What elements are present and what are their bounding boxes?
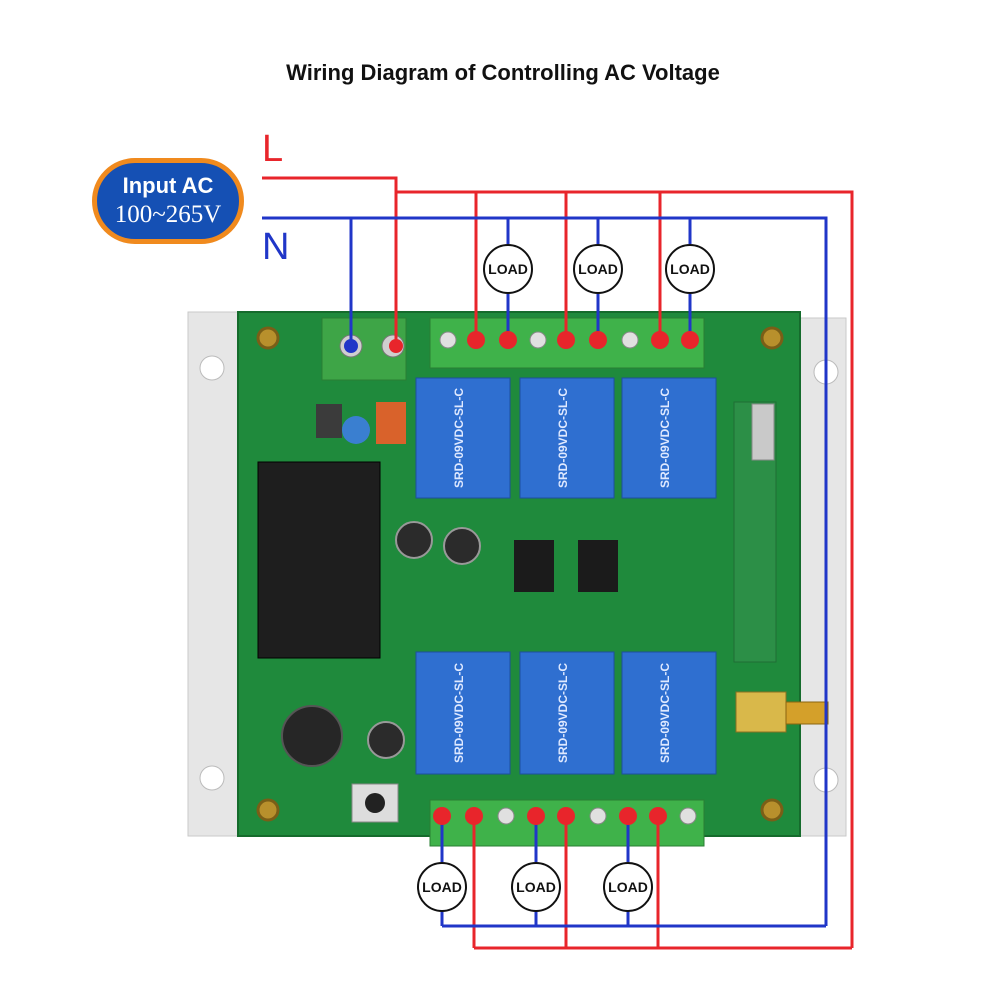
neutral-line-label: N — [262, 226, 290, 268]
bottom-load-2: LOAD — [511, 862, 561, 912]
relay-1: SRD-09VDC-SL-C — [415, 377, 511, 499]
capacitor-film — [316, 404, 342, 438]
input-ac-label: Input AC — [122, 173, 214, 198]
crystal-oscillator — [751, 403, 775, 461]
relay-1-model: SRD-09VDC-SL-C — [452, 388, 466, 488]
pcb-mount-hole-br — [760, 798, 784, 822]
live-line-label: L — [262, 128, 284, 170]
left-rail-hole-bottom — [199, 765, 225, 791]
bottom-load-3: LOAD — [603, 862, 653, 912]
input-ac-badge: Input AC 100~265V — [92, 158, 244, 244]
power-supply-module — [257, 461, 381, 659]
relay-2-model: SRD-09VDC-SL-C — [556, 388, 570, 488]
electrolytic-capacitor-1 — [395, 521, 433, 559]
fuse-component — [376, 402, 406, 444]
left-mounting-rail — [187, 311, 239, 837]
relay-5-model: SRD-09VDC-SL-C — [556, 663, 570, 763]
antenna-base — [735, 691, 787, 733]
relay-6-model: SRD-09VDC-SL-C — [658, 663, 672, 763]
top-terminal-dots — [344, 331, 699, 353]
learn-button[interactable] — [351, 783, 399, 823]
top-load-2: LOAD — [573, 244, 623, 294]
ic-chip-1 — [514, 540, 554, 592]
top-load-3: LOAD — [665, 244, 715, 294]
electrolytic-capacitor-3 — [367, 721, 405, 759]
right-mounting-rail — [799, 317, 847, 837]
relay-5: SRD-09VDC-SL-C — [519, 651, 615, 775]
diagram-title: Wiring Diagram of Controlling AC Voltage — [286, 60, 720, 85]
pcb-mount-hole-tl — [256, 326, 280, 350]
buzzer-component — [281, 705, 343, 767]
learn-button-cap[interactable] — [365, 793, 385, 813]
input-ac-voltage: 100~265V — [114, 201, 222, 228]
relay-4: SRD-09VDC-SL-C — [415, 651, 511, 775]
relay-6: SRD-09VDC-SL-C — [621, 651, 717, 775]
electrolytic-capacitor-2 — [443, 527, 481, 565]
relay-4-model: SRD-09VDC-SL-C — [452, 663, 466, 763]
pcb-mount-hole-bl — [256, 798, 280, 822]
top-load-1: LOAD — [483, 244, 533, 294]
ic-chip-2 — [578, 540, 618, 592]
bottom-terminal-dots — [433, 807, 697, 825]
relay-3: SRD-09VDC-SL-C — [621, 377, 717, 499]
varistor-component — [342, 416, 370, 444]
relay-3-model: SRD-09VDC-SL-C — [658, 388, 672, 488]
pcb-mount-hole-tr — [760, 326, 784, 350]
bottom-load-1: LOAD — [417, 862, 467, 912]
relay-2: SRD-09VDC-SL-C — [519, 377, 615, 499]
left-rail-hole-top — [199, 355, 225, 381]
antenna-connector — [785, 701, 829, 725]
